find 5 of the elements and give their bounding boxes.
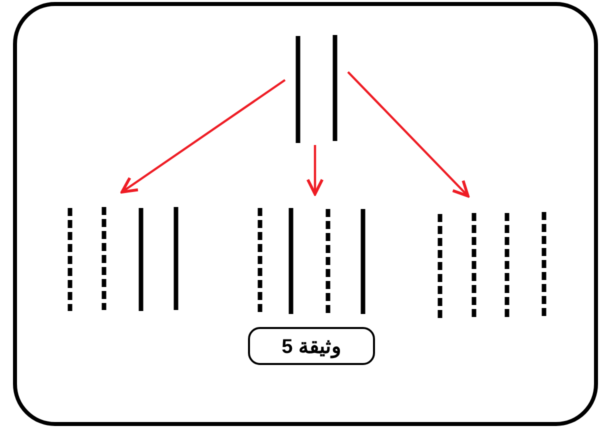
arrow: [120, 79, 286, 194]
document-label: [248, 327, 375, 365]
document-label-text: وثيقة 5: [282, 334, 342, 358]
arrow: [347, 71, 470, 198]
arrow: [306, 145, 324, 196]
